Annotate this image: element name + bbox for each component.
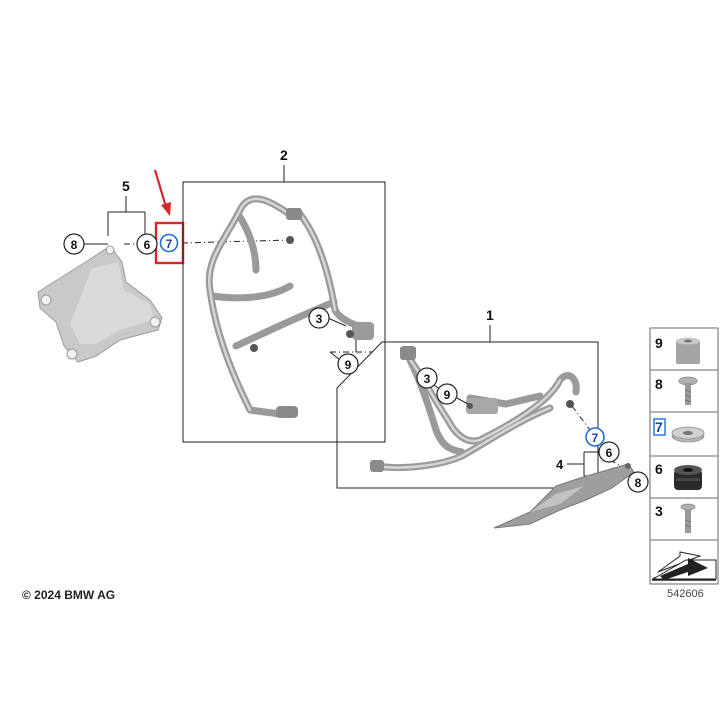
diagram-id: 542606 (667, 588, 704, 600)
legend-7-highlight-frame (653, 418, 666, 436)
svg-text:7: 7 (166, 237, 173, 251)
svg-text:6: 6 (144, 238, 151, 252)
box-2-callout-leaders (327, 317, 372, 361)
bracket-4-illustration (493, 463, 635, 529)
svg-text:8: 8 (71, 238, 78, 252)
svg-text:9: 9 (655, 335, 663, 351)
callout-9-mid[interactable]: 9 (436, 383, 458, 405)
svg-text:3: 3 (655, 503, 663, 519)
callout-8-left[interactable]: 8 (63, 233, 85, 255)
callout-9-top[interactable]: 9 (337, 353, 359, 375)
legend-arrow-icon (651, 551, 717, 581)
callout-7-right-highlighted[interactable]: 7 (585, 427, 605, 447)
callout-8-right[interactable]: 8 (627, 471, 649, 493)
rubber-buffer-icon (674, 465, 702, 490)
callout-7-left-highlighted[interactable]: 7 (159, 233, 179, 253)
svg-text:6: 6 (655, 461, 663, 477)
svg-text:7: 7 (655, 419, 663, 435)
copyright-text: © 2024 BMW AG (22, 588, 116, 602)
svg-text:9: 9 (444, 388, 451, 402)
svg-text:9: 9 (345, 358, 352, 372)
legend-row-8[interactable]: 8 (655, 376, 698, 405)
callout-6-right[interactable]: 6 (598, 441, 620, 463)
assembly-5-label: 5 (122, 178, 130, 194)
legend-row-3[interactable]: 3 (655, 503, 696, 533)
assembly-1-box (336, 341, 599, 489)
svg-text:3: 3 (424, 372, 431, 386)
assembly-1-label: 1 (486, 307, 494, 323)
crash-bar-1-illustration (370, 346, 580, 472)
legend-row-6[interactable]: 6 (655, 461, 702, 490)
callout-3-mid[interactable]: 3 (416, 367, 438, 389)
assembly-4-label: 4 (556, 457, 564, 472)
svg-text:3: 3 (316, 312, 323, 326)
legend-row-7[interactable]: 7 (653, 418, 705, 443)
callout-6-left[interactable]: 6 (136, 233, 158, 255)
svg-text:8: 8 (655, 376, 663, 392)
assembly-1-leader: 1 (486, 307, 494, 342)
svg-text:8: 8 (635, 476, 642, 490)
spacer-sleeve-icon (676, 337, 700, 364)
legend-row-9[interactable]: 9 (655, 335, 700, 364)
bolt-icon (680, 503, 696, 533)
washer-icon (671, 426, 705, 443)
svg-text:7: 7 (592, 431, 599, 445)
assembly-5-leader: 5 (82, 178, 291, 245)
assembly-2-label: 2 (280, 147, 288, 163)
parts-legend (649, 327, 719, 585)
svg-text:6: 6 (606, 446, 613, 460)
screw-icon (678, 376, 698, 405)
bracket-5-illustration (37, 245, 163, 363)
assembly-2-leader: 2 (280, 147, 288, 182)
crash-bar-2-illustration (205, 195, 374, 418)
callout-3-top[interactable]: 3 (308, 307, 330, 329)
